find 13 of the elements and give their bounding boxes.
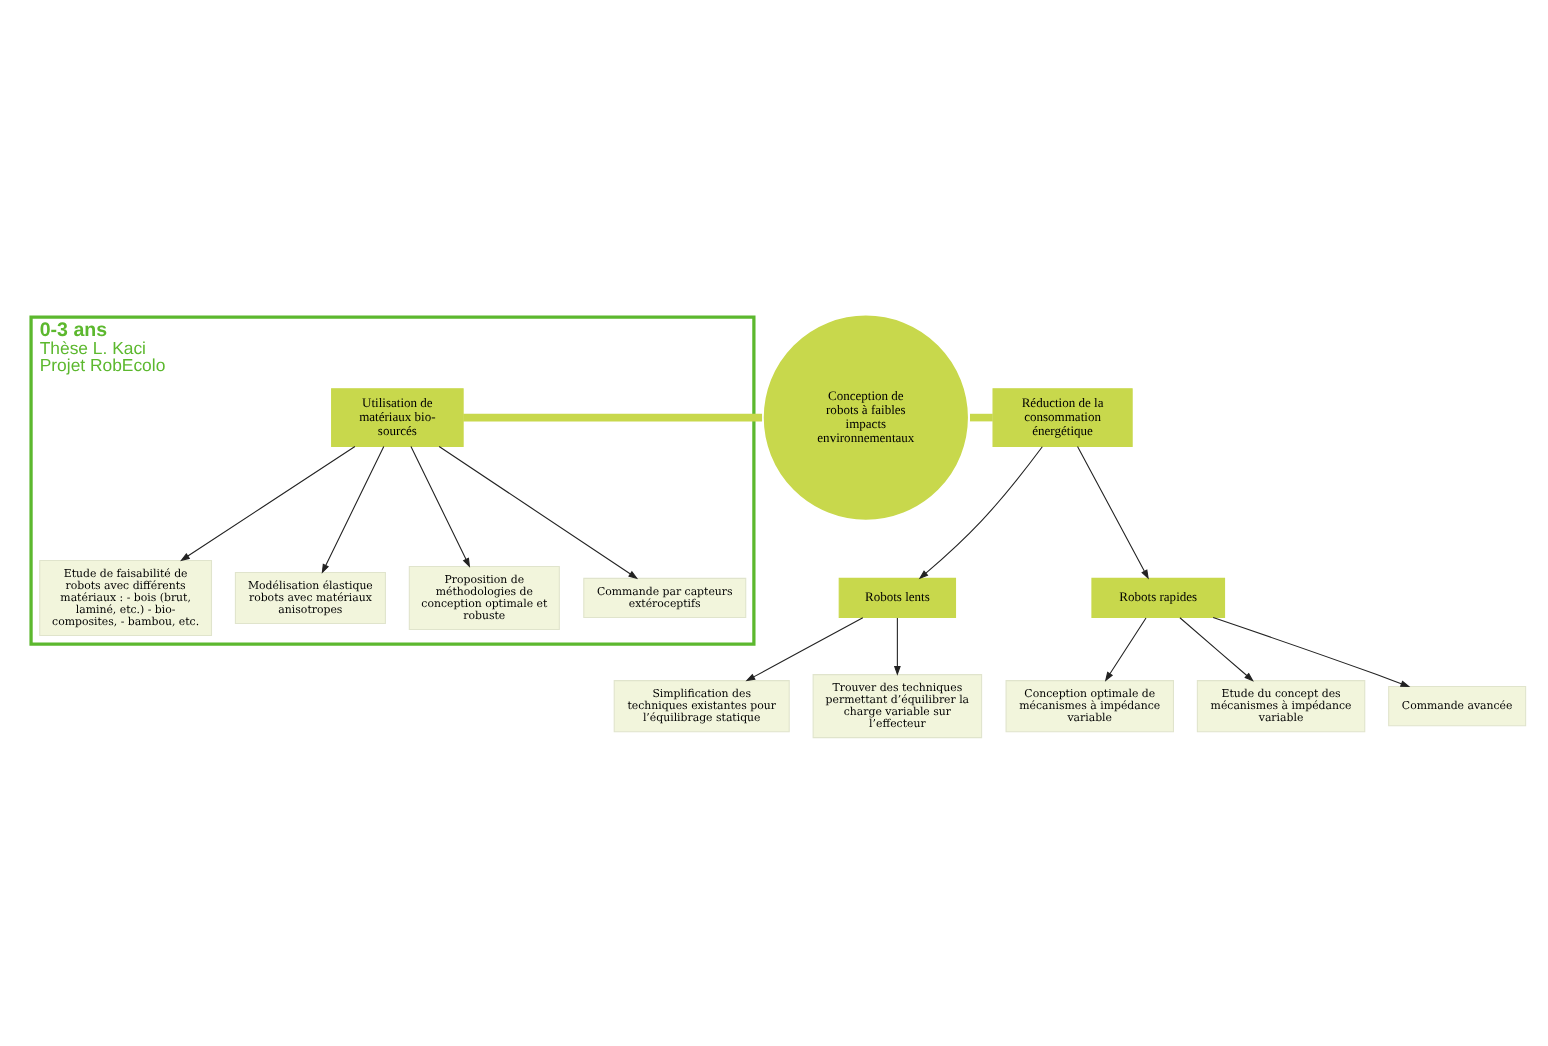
arrow	[1212, 617, 1411, 688]
connector	[463, 413, 763, 422]
arrow	[1077, 445, 1149, 580]
arrow	[321, 445, 385, 574]
arrow	[918, 446, 1043, 580]
arrow	[1104, 617, 1147, 682]
arrow	[1179, 617, 1254, 682]
arrow	[438, 445, 639, 580]
arrow	[893, 617, 901, 676]
connector	[970, 413, 993, 422]
arrow	[410, 445, 471, 568]
arrow	[745, 617, 864, 682]
arrow	[180, 445, 356, 562]
